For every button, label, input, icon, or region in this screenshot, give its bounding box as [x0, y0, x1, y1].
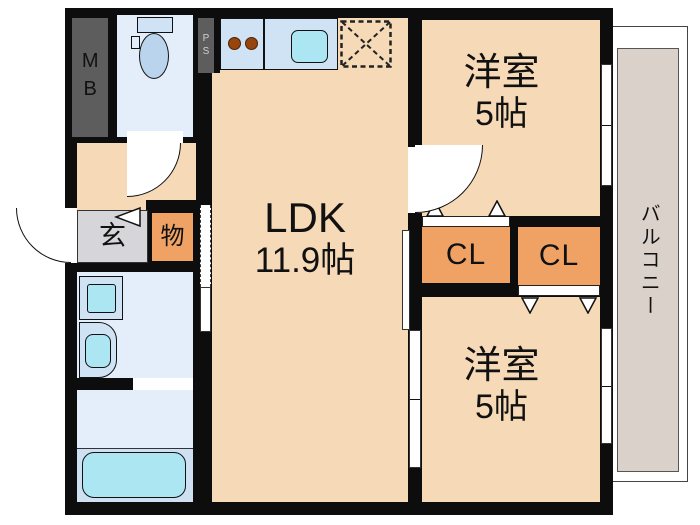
washroom-sliding-door	[200, 287, 211, 332]
closet-left-folding-door	[422, 216, 510, 227]
bedroom-bottom-label: 洋室	[463, 345, 540, 387]
pipe-space-box: PS	[198, 18, 214, 73]
stove-burner-icon-1	[228, 37, 241, 50]
closet-left-door-triangle-2	[488, 200, 506, 217]
storage-label: 物	[160, 222, 185, 250]
entrance-label: 玄	[99, 221, 126, 252]
kitchen-sink-icon	[291, 30, 328, 63]
refrigerator-space-icon	[340, 20, 392, 68]
ldk-room	[212, 18, 408, 502]
entrance-arrow-icon	[113, 206, 141, 228]
front-door-swing-arc	[16, 208, 71, 263]
meter-box: MB	[72, 18, 108, 137]
closet-left-label: CL	[445, 238, 487, 271]
bathroom-door-opening	[133, 378, 193, 390]
meter-box-label: MB	[79, 49, 102, 106]
bedroom-top-label: 洋室	[463, 52, 540, 94]
closet-right-label: CL	[538, 239, 580, 272]
ldk-area-label: 11.9帖	[254, 241, 356, 281]
counter-divider	[263, 19, 265, 69]
toilet-door-opening	[127, 131, 183, 143]
ldk-label: LDK	[264, 194, 346, 241]
washing-machine-icon	[79, 276, 123, 320]
balcony-area: バルコニー	[617, 48, 679, 472]
bathtub-icon	[82, 452, 186, 498]
bedroom-top-window	[601, 64, 612, 186]
closet-right-folding-door	[518, 285, 600, 296]
ldk-label-group: LDK 11.9帖	[205, 194, 405, 280]
bedroom-bottom-window	[601, 328, 612, 444]
closet-right-door-triangle-2	[579, 297, 597, 314]
pipe-space-label: PS	[200, 32, 212, 59]
sliding-door-pocket	[402, 230, 410, 330]
kitchen-side-wall	[212, 18, 220, 73]
bedroom-top-label-group: 洋室 5帖	[414, 52, 589, 133]
closet-right-door-triangle-1	[521, 297, 539, 314]
bedroom-bottom-area-label: 5帖	[475, 387, 528, 426]
bedroom-top-area-label: 5帖	[475, 94, 528, 133]
stove-burner-icon-2	[245, 37, 258, 50]
closet-left: CL	[422, 227, 510, 283]
bedroom-bottom-label-group: 洋室 5帖	[414, 345, 589, 426]
closet-right: CL	[518, 227, 600, 285]
toilet-tank-icon	[137, 17, 173, 33]
balcony-label: バルコニー	[637, 202, 660, 318]
washroom-door-track	[200, 205, 211, 287]
bedroom-bottom-sliding-door	[409, 330, 421, 468]
vanity-sink-icon	[79, 322, 117, 378]
toilet-bowl-icon	[139, 33, 169, 79]
bedroom-bottom-room	[422, 297, 600, 502]
storage-wall	[146, 200, 196, 213]
storage-area: 物	[152, 213, 193, 261]
toilet-flush-icon	[131, 36, 140, 49]
